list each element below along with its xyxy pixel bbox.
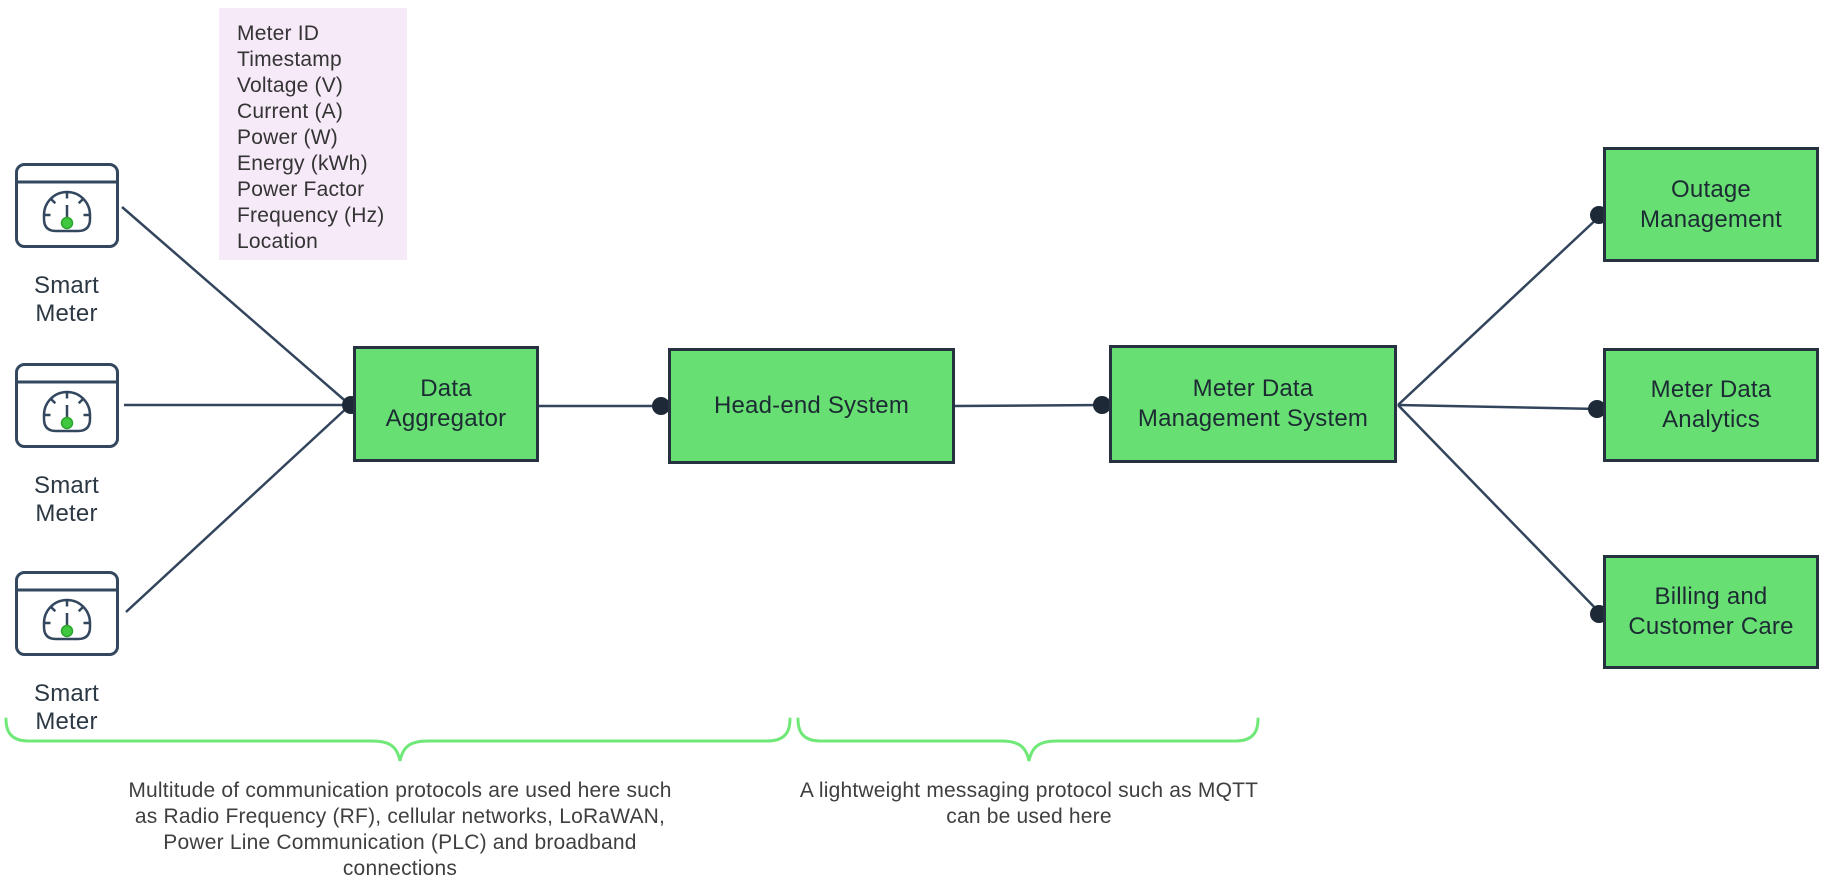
node-data-aggregator: Data Aggregator <box>353 346 539 462</box>
brace-mqtt <box>796 717 1260 762</box>
node-outage-management: Outage Management <box>1603 147 1819 262</box>
connector-dot <box>652 397 670 415</box>
brace-protocols <box>4 717 792 762</box>
smart-meter-label: Smart Meter <box>33 680 99 735</box>
smart-meter-node-3: Smart Meter <box>0 571 133 736</box>
caption-mqtt: A lightweight messaging protocol such as… <box>799 779 1259 828</box>
meter-needle-dot <box>60 216 73 230</box>
smart-meter-node-2: Smart Meter <box>0 363 133 528</box>
caption-communication-protocols: Multitude of communication protocols are… <box>128 779 672 880</box>
node-head-end-system: Head-end System <box>668 348 955 464</box>
smart-meter-node-1: Smart Meter <box>0 163 133 328</box>
smart-meter-label: Smart Meter <box>33 472 99 527</box>
smart-meter-icon <box>14 363 119 448</box>
meter-needle-dot <box>60 416 73 430</box>
connector-line <box>1397 403 1600 411</box>
smart-meter-label: Smart Meter <box>33 272 99 327</box>
smart-meter-icon <box>14 571 119 656</box>
node-meter-data-analytics: Meter Data Analytics <box>1603 348 1819 462</box>
node-meter-data-management-system: Meter Data Management System <box>1109 345 1397 463</box>
connector-line <box>121 206 351 406</box>
connector-dot <box>1093 396 1111 414</box>
connector-line <box>1397 404 1602 615</box>
connector-line <box>1397 214 1602 406</box>
connector-dot <box>1588 400 1606 418</box>
node-billing-customer-care: Billing and Customer Care <box>1603 555 1819 669</box>
connector-line <box>954 403 1105 408</box>
connector-line <box>125 404 351 613</box>
meter-attributes-note: Meter ID Timestamp Voltage (V) Current (… <box>219 8 407 260</box>
meter-needle-dot <box>60 624 73 638</box>
smart-meter-icon <box>14 163 119 248</box>
